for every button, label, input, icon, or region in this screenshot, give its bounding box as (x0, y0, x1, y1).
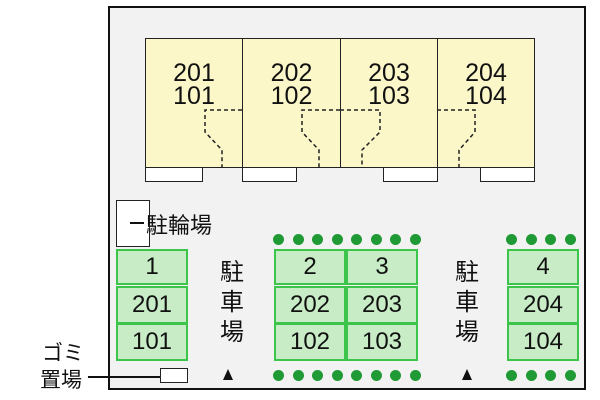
stair-outline-1 (204, 109, 242, 168)
parking-room-201: 201 (116, 286, 188, 324)
building-unit-2: 202 102 (242, 38, 341, 168)
tree-icon (525, 370, 537, 381)
parking-space-1: 1 (116, 249, 188, 285)
parking-space-3: 3 (346, 249, 418, 285)
tree-icon (506, 370, 517, 381)
tree-icon (525, 234, 537, 245)
tree-icon (390, 370, 401, 381)
garbage-label-line1: ゴミ (42, 342, 84, 365)
unit-number-lower: 102 (270, 82, 313, 110)
tree-icon (331, 370, 343, 381)
parking-room-204: 204 (507, 286, 579, 324)
garbage-label-line2: 置場 (40, 369, 82, 392)
parking-label-char: 駐 (220, 259, 244, 286)
tree-icon (370, 234, 382, 245)
tree-icon (409, 370, 421, 381)
stair-outline-3 (340, 109, 381, 168)
tree-icon (273, 370, 284, 381)
parking-room-203: 203 (346, 286, 418, 324)
tree-icon (331, 234, 343, 245)
parking-room-202: 202 (274, 286, 346, 324)
building-unit-1: 201 101 (145, 38, 243, 168)
tree-icon (312, 234, 323, 245)
tree-icon (390, 234, 401, 245)
tree-icon (292, 234, 304, 245)
parking-room-101: 101 (116, 323, 188, 361)
tree-icon (273, 234, 284, 245)
bicycle-parking-area (116, 200, 150, 247)
building-unit-4: 204 104 (437, 38, 535, 168)
unit-number-lower: 103 (368, 82, 410, 110)
parking-label-char: 駐 (455, 259, 479, 286)
tree-icon (351, 370, 362, 381)
parking-room-103: 103 (346, 323, 418, 361)
garbage-area (160, 368, 188, 383)
entrance-arrow-right (462, 369, 472, 380)
tree-icon (506, 234, 517, 245)
parking-label-char: 場 (455, 319, 479, 346)
entrance-step-4 (480, 167, 535, 182)
entrance-arrow-left (223, 369, 233, 380)
parking-room-102: 102 (274, 323, 346, 361)
bicycle-parking-label: 駐輪場 (146, 213, 213, 238)
tree-icon (564, 370, 576, 381)
entrance-step-1 (145, 167, 203, 182)
unit-number-upper: 201 (173, 59, 215, 87)
parking-label-char: 車 (455, 289, 479, 316)
unit-number-lower: 101 (173, 82, 215, 110)
tree-icon (409, 234, 421, 245)
parking-label-char: 場 (220, 319, 244, 346)
tree-icon (312, 370, 323, 381)
unit-number-upper: 204 (465, 59, 507, 87)
unit-number-lower: 104 (465, 82, 507, 110)
parking-room-104: 104 (507, 323, 579, 361)
tree-icon (564, 234, 576, 245)
parking-label-char: 車 (220, 289, 244, 316)
tree-icon (545, 370, 556, 381)
parking-space-4: 4 (507, 249, 579, 285)
bicycle-parking-leader (130, 222, 144, 224)
stair-outline-4 (437, 109, 476, 168)
entrance-step-3 (383, 167, 438, 182)
garbage-leader-line (88, 376, 160, 378)
tree-icon (351, 234, 362, 245)
tree-icon (292, 370, 304, 381)
entrance-step-2 (242, 167, 297, 182)
unit-number-upper: 202 (270, 59, 313, 87)
unit-number-upper: 203 (368, 59, 410, 87)
tree-icon (545, 234, 556, 245)
tree-icon (370, 370, 382, 381)
parking-space-2: 2 (274, 249, 346, 285)
stair-outline-2 (301, 109, 340, 168)
